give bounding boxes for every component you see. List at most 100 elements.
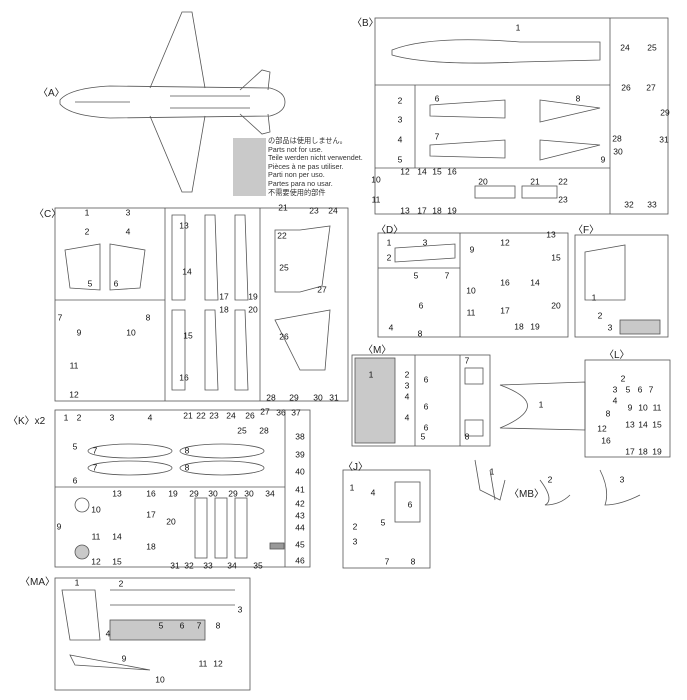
part-number: 12 <box>91 556 101 567</box>
part-number: 17 <box>219 291 229 302</box>
part-number: 2 <box>76 412 82 423</box>
part-number: 21 <box>183 410 193 421</box>
notice-line: Pièces à ne pas utiliser. <box>268 161 344 171</box>
notice-line: Parts not for use. <box>268 144 323 154</box>
part-number: 13 <box>112 488 122 499</box>
part-number: 8 <box>605 408 611 419</box>
part-number: 40 <box>295 466 305 477</box>
part-number: 6 <box>179 620 185 631</box>
part-number: 1 <box>386 237 392 248</box>
part-number: 27 <box>646 82 656 93</box>
section-label: 〈F〉 <box>573 225 600 236</box>
aircraft-top-view <box>59 11 286 193</box>
part-number: 30 <box>313 392 323 403</box>
part-number: 9 <box>600 154 606 165</box>
part-number: 4 <box>397 134 403 145</box>
part-number: 10 <box>638 402 648 413</box>
part-number: 9 <box>469 244 475 255</box>
part-number: 4 <box>105 628 111 639</box>
notice-line: 不需要使用的部件 <box>268 187 326 197</box>
part-number: 8 <box>184 445 190 456</box>
part-number: 6 <box>434 93 440 104</box>
not-for-use-notice: の部品は使用しません。 Parts not for use. Teile wer… <box>268 136 363 197</box>
part-number: 16 <box>601 435 611 446</box>
part-number: 18 <box>638 446 648 457</box>
part-number: 2 <box>404 369 410 380</box>
part-number: 31 <box>659 134 669 145</box>
part-number: 11 <box>91 531 101 542</box>
part-number: 6 <box>418 300 424 311</box>
part-number: 22 <box>196 410 206 421</box>
part-number: 3 <box>109 412 115 423</box>
part-number: 2 <box>118 578 124 589</box>
part-number: 15 <box>551 252 561 263</box>
part-number: 32 <box>624 199 634 210</box>
part-number: 13 <box>546 229 556 240</box>
part-number: 23 <box>558 194 568 205</box>
sprue-frame-d <box>377 232 569 338</box>
part-number: 3 <box>397 114 403 125</box>
part-number: 46 <box>295 555 305 566</box>
part-number: 28 <box>266 392 276 403</box>
part-number: 7 <box>434 131 440 142</box>
part-number: 21 <box>278 202 288 213</box>
part-number: 44 <box>295 522 305 533</box>
part-number: 10 <box>466 285 476 296</box>
part-number: 10 <box>126 327 136 338</box>
part-number: 20 <box>551 300 561 311</box>
sprue-frame-l <box>499 359 671 458</box>
part-number: 7 <box>92 445 98 456</box>
part-number: 7 <box>92 462 98 473</box>
part-number: 12 <box>69 389 79 400</box>
part-number: 11 <box>198 658 208 669</box>
part-number: 14 <box>638 419 648 430</box>
section-label: 〈B〉 <box>352 18 379 29</box>
part-number: 5 <box>413 270 419 281</box>
part-number: 8 <box>184 462 190 473</box>
sprue-frame-ma <box>54 577 251 691</box>
part-number: 21 <box>530 176 540 187</box>
part-number: 19 <box>168 488 178 499</box>
part-number: 4 <box>404 391 410 402</box>
part-number: 19 <box>652 446 662 457</box>
part-number: 9 <box>121 653 127 664</box>
part-number: 10 <box>155 674 165 685</box>
part-number: 14 <box>530 277 540 288</box>
part-number: 2 <box>547 474 553 485</box>
part-number: 36 <box>276 407 286 418</box>
part-number: 24 <box>328 205 338 216</box>
landing-gear-assemblies <box>474 459 641 506</box>
part-number: 12 <box>597 423 607 434</box>
section-label: 〈D〉 <box>376 225 404 236</box>
part-number: 16 <box>447 166 457 177</box>
part-number: 11 <box>652 402 662 413</box>
part-number: 1 <box>84 207 90 218</box>
section-label: 〈M〉 <box>363 345 392 356</box>
part-number: 26 <box>279 331 289 342</box>
part-number: 12 <box>400 166 410 177</box>
sprue-frame-k <box>54 409 311 568</box>
part-number: 22 <box>558 176 568 187</box>
part-number: 8 <box>410 556 416 567</box>
section-label: 〈K〉x2 <box>8 416 46 427</box>
part-number: 13 <box>179 220 189 231</box>
part-number: 16 <box>179 372 189 383</box>
part-number: 4 <box>147 412 153 423</box>
part-number: 8 <box>464 431 470 442</box>
part-number: 17 <box>625 446 635 457</box>
part-number: 5 <box>158 620 164 631</box>
part-number: 16 <box>500 277 510 288</box>
part-number: 18 <box>514 321 524 332</box>
notice-line: Teile werden nicht verwendet. <box>268 153 363 163</box>
part-number: 1 <box>63 412 69 423</box>
part-number: 9 <box>56 521 62 532</box>
section-label: 〈C〉 <box>34 209 62 220</box>
part-number: 10 <box>371 174 381 185</box>
part-number: 32 <box>184 560 194 571</box>
section-label: 〈J〉 <box>343 462 368 473</box>
part-number: 26 <box>245 410 255 421</box>
part-number: 11 <box>466 307 476 318</box>
part-number: 42 <box>295 498 305 509</box>
part-number: 30 <box>208 488 218 499</box>
